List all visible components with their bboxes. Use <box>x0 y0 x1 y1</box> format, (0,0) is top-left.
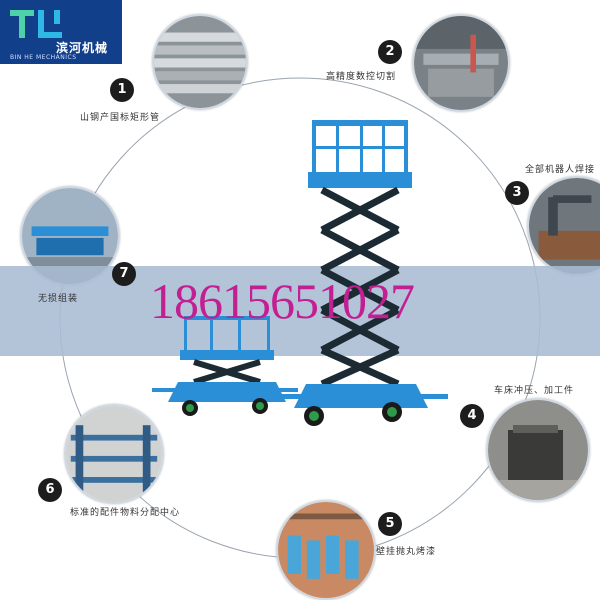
blasting-image-icon <box>278 502 374 598</box>
step-badge-3: 3 <box>505 181 529 205</box>
step-label-1: 山钢产国标矩形管 <box>80 113 161 123</box>
step-badge-6: 6 <box>38 478 62 502</box>
step-badge-4: 4 <box>460 404 484 428</box>
brand-name-cn: 滨河机械 <box>56 41 109 55</box>
lathe-image-icon <box>488 400 588 500</box>
step-label-6: 标准的配件物料分配中心 <box>70 508 181 518</box>
step-label-5: 壁挂抛丸烤漆 <box>376 547 437 557</box>
photo-lathe-stamping <box>486 398 590 502</box>
photo-shot-blasting <box>276 500 376 600</box>
brand-logo: 滨河机械 BIN HE MECHANICS <box>0 0 122 64</box>
step-badge-2: 2 <box>378 40 402 64</box>
tall-scissor-lift <box>272 120 448 426</box>
tubes-image-icon <box>154 16 246 108</box>
photo-cnc-cutting <box>412 14 510 112</box>
welding-image-icon <box>529 178 600 274</box>
short-scissor-lift <box>152 316 298 416</box>
contact-phone-number: 18615651027 <box>150 273 415 329</box>
brand-name-en: BIN HE MECHANICS <box>10 54 77 61</box>
photo-robot-welding <box>527 176 600 276</box>
cnc-image-icon <box>414 16 508 110</box>
step-label-3: 全部机器人焊接 <box>525 165 596 175</box>
phone-banner <box>0 266 600 356</box>
step-badge-7: 7 <box>112 262 136 286</box>
logo-mark-icon <box>10 10 62 38</box>
step-badge-1: 1 <box>110 78 134 102</box>
photo-parts-distribution <box>64 404 164 504</box>
step-label-4: 车床冲压、加工件 <box>494 386 575 396</box>
photo-rectangular-tubes <box>152 14 248 110</box>
step-label-7: 无损组装 <box>38 294 79 304</box>
parts-image-icon <box>66 406 162 502</box>
step-badge-5: 5 <box>378 512 402 536</box>
step-label-2: 高精度数控切割 <box>326 72 397 82</box>
